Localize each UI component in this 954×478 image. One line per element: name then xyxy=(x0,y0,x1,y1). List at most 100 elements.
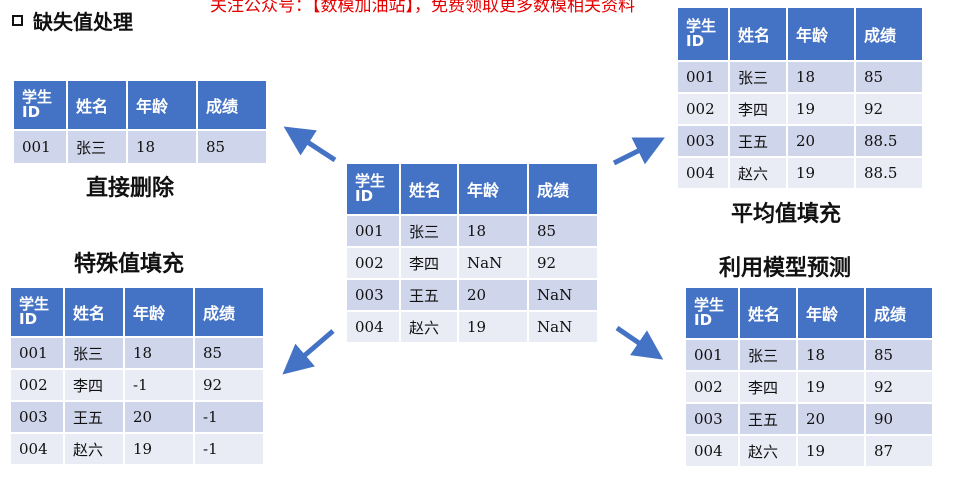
header-name: 姓名 xyxy=(401,164,457,214)
cell-name: 张三 xyxy=(68,131,126,163)
cell-age: NaN xyxy=(459,248,527,278)
cell-student-id: 004 xyxy=(678,158,728,188)
cell-name: 李四 xyxy=(740,372,796,402)
cell-score: 85 xyxy=(856,62,922,92)
cell-age: 20 xyxy=(459,280,527,310)
label-direct-delete: 直接删除 xyxy=(86,176,175,201)
cell-score: 92 xyxy=(529,248,597,278)
cell-name: 王五 xyxy=(730,126,786,156)
cell-score: 87 xyxy=(866,436,932,466)
cell-age: 18 xyxy=(128,131,196,163)
cell-age: 18 xyxy=(798,340,864,370)
arrow-to-model xyxy=(615,325,664,360)
cell-name: 张三 xyxy=(730,62,786,92)
header-name: 姓名 xyxy=(740,288,796,338)
cell-student-id: 002 xyxy=(11,370,63,400)
promo-notice: 关注公众号：【数模加油站】，免费领取更多数模相关资料 xyxy=(210,0,635,16)
cell-age: 20 xyxy=(788,126,854,156)
cell-name: 王五 xyxy=(401,280,457,310)
cell-name: 赵六 xyxy=(730,158,786,188)
arrow-to-special xyxy=(282,329,335,375)
cell-score: 85 xyxy=(198,131,266,163)
header-age: 年龄 xyxy=(125,288,193,336)
cell-student-id: 002 xyxy=(686,372,738,402)
cell-score: -1 xyxy=(195,434,263,464)
cell-student-id: 004 xyxy=(686,436,738,466)
cell-student-id: 002 xyxy=(678,94,728,124)
cell-score: NaN xyxy=(529,280,597,310)
cell-score: -1 xyxy=(195,402,263,432)
cell-score: 85 xyxy=(866,340,932,370)
cell-student-id: 003 xyxy=(678,126,728,156)
cell-score: 90 xyxy=(866,404,932,434)
cell-age: 18 xyxy=(459,216,527,246)
cell-score: 92 xyxy=(856,94,922,124)
cell-score: 85 xyxy=(529,216,597,246)
checkbox-square-icon xyxy=(12,15,23,26)
cell-age: 19 xyxy=(798,372,864,402)
header-age: 年龄 xyxy=(798,288,864,338)
cell-name: 张三 xyxy=(401,216,457,246)
cell-name: 赵六 xyxy=(65,434,123,464)
cell-student-id: 003 xyxy=(347,280,399,310)
cell-student-id: 001 xyxy=(11,338,63,368)
cell-score: 92 xyxy=(866,372,932,402)
cell-score: 85 xyxy=(195,338,263,368)
cell-name: 李四 xyxy=(401,248,457,278)
arrow-to-delete xyxy=(283,126,337,163)
page-title-text: 缺失值处理 xyxy=(33,10,133,34)
cell-name: 张三 xyxy=(740,340,796,370)
page-title: 缺失值处理 xyxy=(12,6,133,35)
cell-student-id: 001 xyxy=(686,340,738,370)
cell-name: 李四 xyxy=(65,370,123,400)
cell-student-id: 003 xyxy=(11,402,63,432)
cell-age: 18 xyxy=(125,338,193,368)
cell-age: 19 xyxy=(459,312,527,342)
header-score: 成绩 xyxy=(856,8,922,60)
cell-score: NaN xyxy=(529,312,597,342)
header-score: 成绩 xyxy=(198,81,266,129)
cell-score: 92 xyxy=(195,370,263,400)
cell-student-id: 002 xyxy=(347,248,399,278)
cell-age: 20 xyxy=(798,404,864,434)
cell-student-id: 004 xyxy=(11,434,63,464)
header-name: 姓名 xyxy=(68,81,126,129)
cell-age: -1 xyxy=(125,370,193,400)
cell-name: 王五 xyxy=(65,402,123,432)
label-model-predict: 利用模型预测 xyxy=(719,256,852,281)
header-score: 成绩 xyxy=(866,288,932,338)
cell-name: 赵六 xyxy=(401,312,457,342)
cell-age: 19 xyxy=(125,434,193,464)
cell-score: 88.5 xyxy=(856,158,922,188)
header-name: 姓名 xyxy=(65,288,123,336)
arrow-to-mean xyxy=(612,137,665,166)
cell-score: 88.5 xyxy=(856,126,922,156)
header-age: 年龄 xyxy=(788,8,854,60)
cell-age: 19 xyxy=(788,158,854,188)
header-score: 成绩 xyxy=(529,164,597,214)
